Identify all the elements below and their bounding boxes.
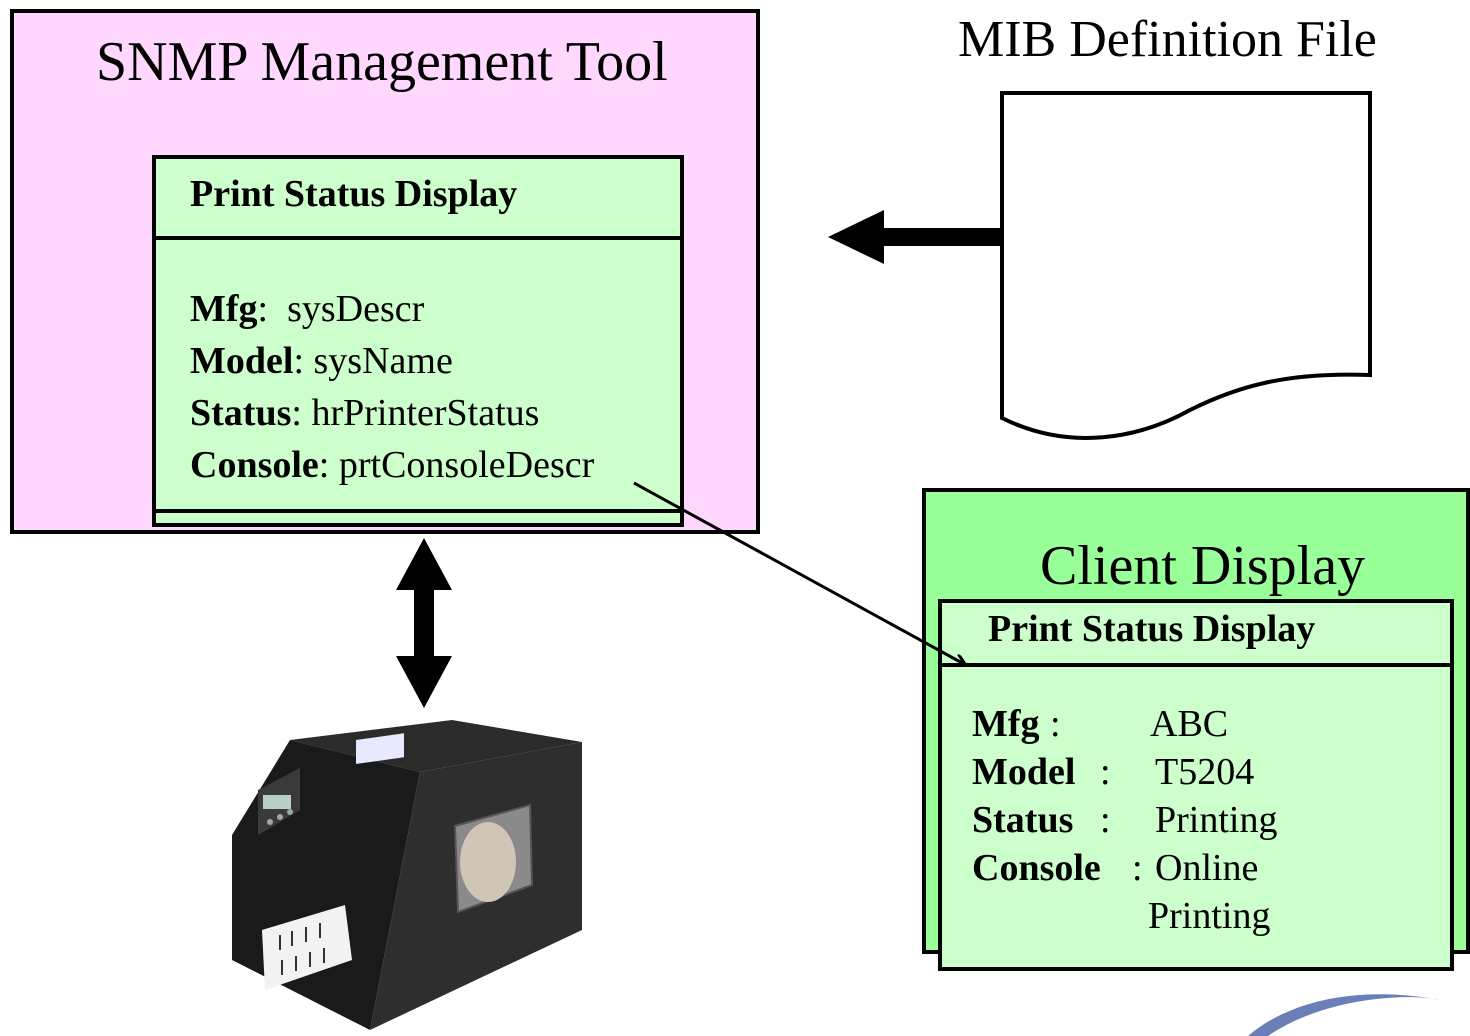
client-label-console: Console [972, 847, 1101, 889]
logo-swoosh [1248, 994, 1440, 1036]
field-label: Model [190, 340, 294, 382]
panel-divider [942, 663, 1450, 667]
client-value-console: Online [1155, 847, 1259, 889]
field-label: Console [190, 444, 319, 486]
field-label: Status [190, 392, 292, 434]
snmp-field-status: Status: hrPrinterStatus [190, 394, 539, 432]
snmp-panel-header: Print Status Display [190, 173, 518, 215]
client-label-status: Status [972, 799, 1074, 841]
console-to-client-arrow [633, 481, 964, 664]
snmp-status-panel [152, 155, 684, 527]
field-sep: : [291, 392, 312, 434]
client-sep: : [1100, 751, 1111, 793]
field-label: Mfg [190, 288, 258, 330]
client-sep: : [1050, 703, 1061, 745]
client-panel-header: Print Status Display [988, 608, 1316, 650]
field-value: hrPrinterStatus [311, 392, 540, 434]
client-label-mfg: Mfg [972, 703, 1040, 745]
field-value: sysName [313, 340, 453, 382]
snmp-field-model: Model: sysName [190, 342, 453, 380]
field-sep: : [293, 340, 314, 382]
client-value-status: Printing [1155, 799, 1278, 841]
printer-icon [232, 720, 582, 1030]
client-label-model: Model [972, 751, 1076, 793]
snmp-field-console: Console: prtConsoleDescr [190, 446, 594, 484]
snmp-tool-title: SNMP Management Tool [96, 31, 668, 93]
client-status-panel [938, 599, 1454, 971]
client-value-console-line2: Printing [1148, 895, 1271, 937]
panel-divider [156, 236, 680, 240]
client-sep: : [1100, 799, 1111, 841]
panel-divider [156, 509, 680, 513]
client-value-mfg: ABC [1150, 703, 1229, 745]
mib-file-title: MIB Definition File [958, 11, 1377, 68]
tool-printer-double-arrow [396, 538, 452, 708]
field-value: sysDescr [287, 288, 425, 330]
mib-to-tool-arrow [828, 210, 1002, 264]
client-display-title: Client Display [1040, 535, 1366, 597]
field-sep: : [318, 444, 339, 486]
field-sep: : [257, 288, 288, 330]
client-value-model: T5204 [1155, 751, 1255, 793]
mib-document-shape [1000, 91, 1372, 440]
field-value: prtConsoleDescr [338, 444, 595, 486]
client-sep: : [1132, 847, 1143, 889]
snmp-field-mfg: Mfg: sysDescr [190, 290, 424, 328]
